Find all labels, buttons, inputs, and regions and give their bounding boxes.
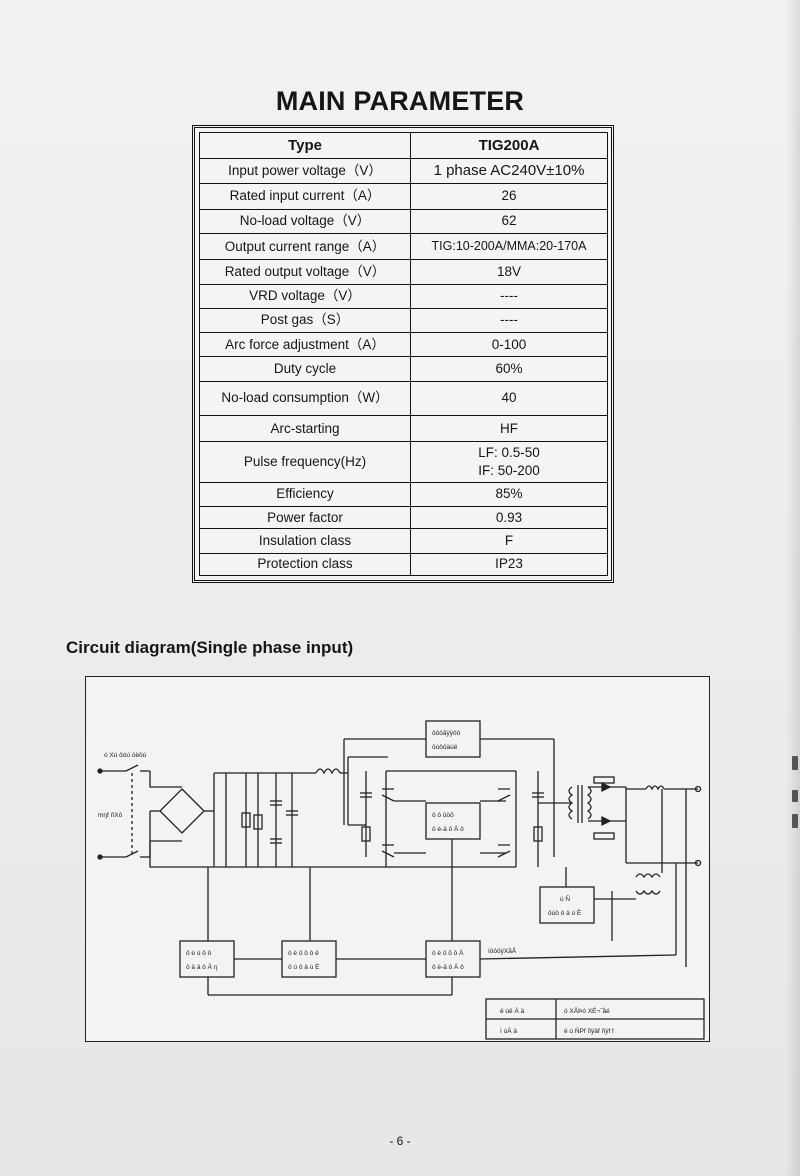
- block-top-line2: ôúôôäúë: [432, 744, 458, 751]
- parameter-label: Pulse frequency(Hz): [199, 441, 411, 483]
- block-br-line2: ô è-ä ô Ä ô: [432, 963, 464, 971]
- parameter-label: Arc-starting: [199, 415, 411, 443]
- table-row: Arc force adjustment（A）0-100: [199, 332, 608, 358]
- block-mid-line2: ô è-ä ô Ä ô: [432, 825, 464, 833]
- parameter-value: F: [410, 528, 608, 554]
- parameter-label: Efficiency: [199, 481, 411, 508]
- table-row: VRD voltage（V）----: [199, 283, 608, 309]
- parameter-table: Type TIG200A Input power voltage（V）1 pha…: [199, 131, 608, 577]
- parameter-value: 26: [410, 182, 608, 210]
- parameter-value: 85%: [410, 481, 608, 508]
- parameter-value: 1 phase AC240V±10%: [410, 158, 608, 184]
- page-fold-shadow: [786, 0, 800, 1176]
- page-title: MAIN PARAMETER: [275, 86, 525, 116]
- circuit-diagram: ó Xú ôóú óëôú mŋf ñXô ôôöãÿÿôô ôúôôäúë ô…: [85, 676, 710, 1042]
- page-number: - 6 -: [389, 1134, 411, 1148]
- parameter-value: ----: [410, 307, 608, 334]
- parameter-value: TIG:10-200A/MMA:20-170A: [410, 233, 608, 261]
- parameter-label: Protection class: [199, 552, 411, 577]
- parameter-value: 0-100: [410, 332, 608, 358]
- control-block-bottom-left: [179, 940, 235, 978]
- parameter-label: Rated input current（A）: [199, 182, 411, 210]
- block-right-line1: ú Ñ: [560, 894, 570, 903]
- circuit-diagram-heading: Circuit diagram(Single phase input): [66, 638, 354, 657]
- parameter-label: Post gas（S）: [199, 307, 411, 334]
- parameter-value-line: IF: 50-200: [478, 463, 540, 479]
- parameter-label: Duty cycle: [199, 356, 411, 382]
- parameter-label: No-load voltage（V）: [199, 208, 411, 235]
- parameter-label: Input power voltage（V）: [199, 158, 411, 184]
- parameter-label: Output current range（A）: [199, 233, 411, 261]
- table-row: No-load voltage（V）62: [199, 208, 608, 235]
- driver-block-top: [425, 720, 481, 758]
- feedback-label: ìôôôÿXãÅ: [488, 946, 517, 955]
- title-block-r1c1: ë úë Ä ä: [500, 1007, 525, 1015]
- title-block-r2c2: ë ú ŃPf ñÿäf ñÿf f: [564, 1026, 614, 1035]
- parameter-label: Rated output voltage（V）: [199, 259, 411, 285]
- block-mid-line1: ô ô ûöõ: [432, 812, 454, 819]
- header-type-label: Type: [199, 131, 411, 160]
- table-row: Output current range（A）TIG:10-200A/MMA:2…: [199, 233, 608, 261]
- title-block-r1c2: ó XÅÞó XÉ¬ˆåé: [564, 1006, 610, 1015]
- input-side-label: mŋf ñXô: [98, 812, 123, 819]
- block-bm-line1: ô è ô ô ô ë: [288, 950, 319, 957]
- block-bm-line2: ô ú ô ä ú Ë: [288, 963, 320, 971]
- table-row: No-load consumption（W）40: [199, 380, 608, 417]
- block-br-line1: ô è ô õ ô Ä: [432, 949, 464, 957]
- block-bl-line2: ô ä ä ô Ä ŋ: [186, 963, 218, 971]
- parameter-label: VRD voltage（V）: [199, 283, 411, 309]
- driver-block-mid: [425, 802, 481, 840]
- table-header-row: Type TIG200A: [199, 131, 608, 160]
- parameter-table-frame: Type TIG200A Input power voltage（V）1 pha…: [192, 125, 614, 583]
- parameter-value: HF: [410, 415, 608, 443]
- table-row: Rated input current（A）26: [199, 182, 608, 210]
- binder-clip-mark: [792, 814, 798, 828]
- binder-clip-mark: [792, 756, 798, 770]
- parameter-value-line: LF: 0.5-50: [478, 444, 540, 460]
- parameter-value: 0.93: [410, 506, 608, 530]
- parameter-label: Insulation class: [199, 528, 411, 554]
- parameter-label: Arc force adjustment（A）: [199, 332, 411, 358]
- parameter-value: 62: [410, 208, 608, 235]
- parameter-label: Power factor: [199, 506, 411, 530]
- parameter-value: 18V: [410, 259, 608, 285]
- table-row: Input power voltage（V）1 phase AC240V±10%: [199, 158, 608, 184]
- parameter-value: 60%: [410, 356, 608, 382]
- table-row: Rated output voltage（V）18V: [199, 259, 608, 285]
- control-block-bottom-mid: [281, 940, 337, 978]
- circuit-schematic: ó Xú ôóú óëôú mŋf ñXô ôôöãÿÿôô ôúôôäúë ô…: [97, 720, 705, 1040]
- block-right-line2: ôúô ô ä ú Ë: [548, 909, 582, 917]
- title-block-r2c1: ì úÄ ä: [500, 1027, 517, 1035]
- block-top-line1: ôôöãÿÿôô: [432, 730, 461, 737]
- parameter-value: IP23: [410, 552, 608, 577]
- table-row: Post gas（S）----: [199, 307, 608, 334]
- control-block-bottom-right: [425, 940, 481, 978]
- header-model-value: TIG200A: [410, 131, 608, 160]
- parameter-value: ----: [410, 283, 608, 309]
- input-label: ó Xú ôóú óëôú: [104, 752, 147, 759]
- binder-clip-mark: [792, 790, 798, 802]
- parameter-value: 40: [410, 380, 608, 417]
- control-block-right: [539, 886, 595, 924]
- block-bl-line1: ô è ú ô ô: [186, 950, 212, 957]
- parameter-label: No-load consumption（W）: [199, 380, 411, 417]
